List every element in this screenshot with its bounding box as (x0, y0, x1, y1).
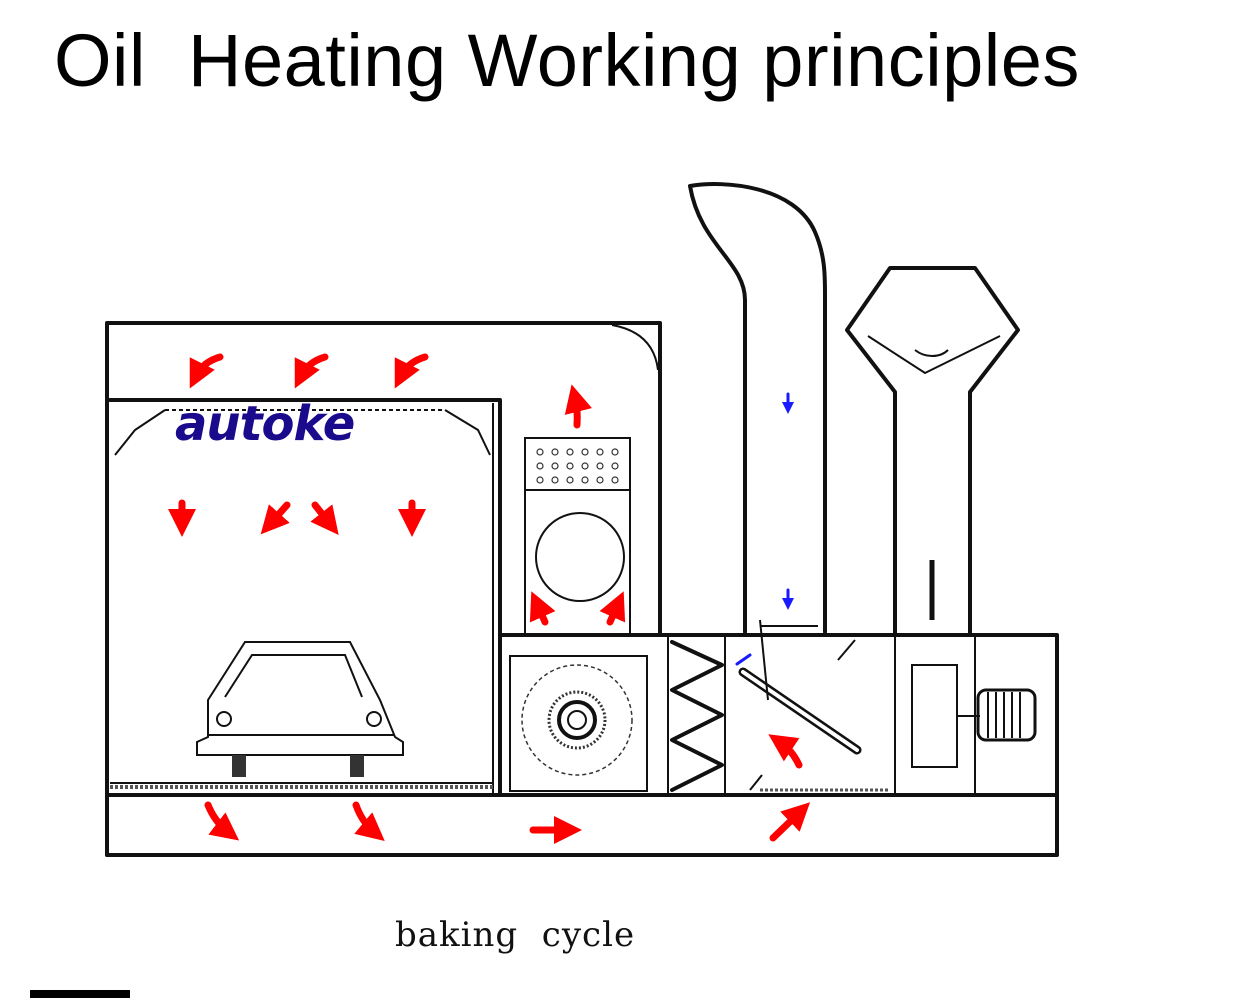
air-intake-hood (845, 266, 1020, 637)
diagram-caption: baking cycle (395, 915, 636, 955)
bottom-air-duct (105, 793, 1059, 857)
booth-outer-frame (105, 321, 662, 857)
cropped-text-fragment (30, 990, 130, 998)
air-damper (738, 619, 890, 792)
inner-cabin (108, 398, 502, 797)
airflow-arrows (168, 353, 811, 844)
exhaust-chimney (688, 182, 827, 634)
motor-icon (911, 664, 1037, 768)
slide-title: Oil Heating Working principles (54, 19, 1080, 102)
autoke-logo: autoke (175, 396, 354, 452)
machinery-compartment (498, 633, 1059, 797)
circulation-fan-icon (521, 664, 633, 776)
car-icon (196, 641, 404, 777)
heat-exchanger-coil (670, 640, 724, 792)
